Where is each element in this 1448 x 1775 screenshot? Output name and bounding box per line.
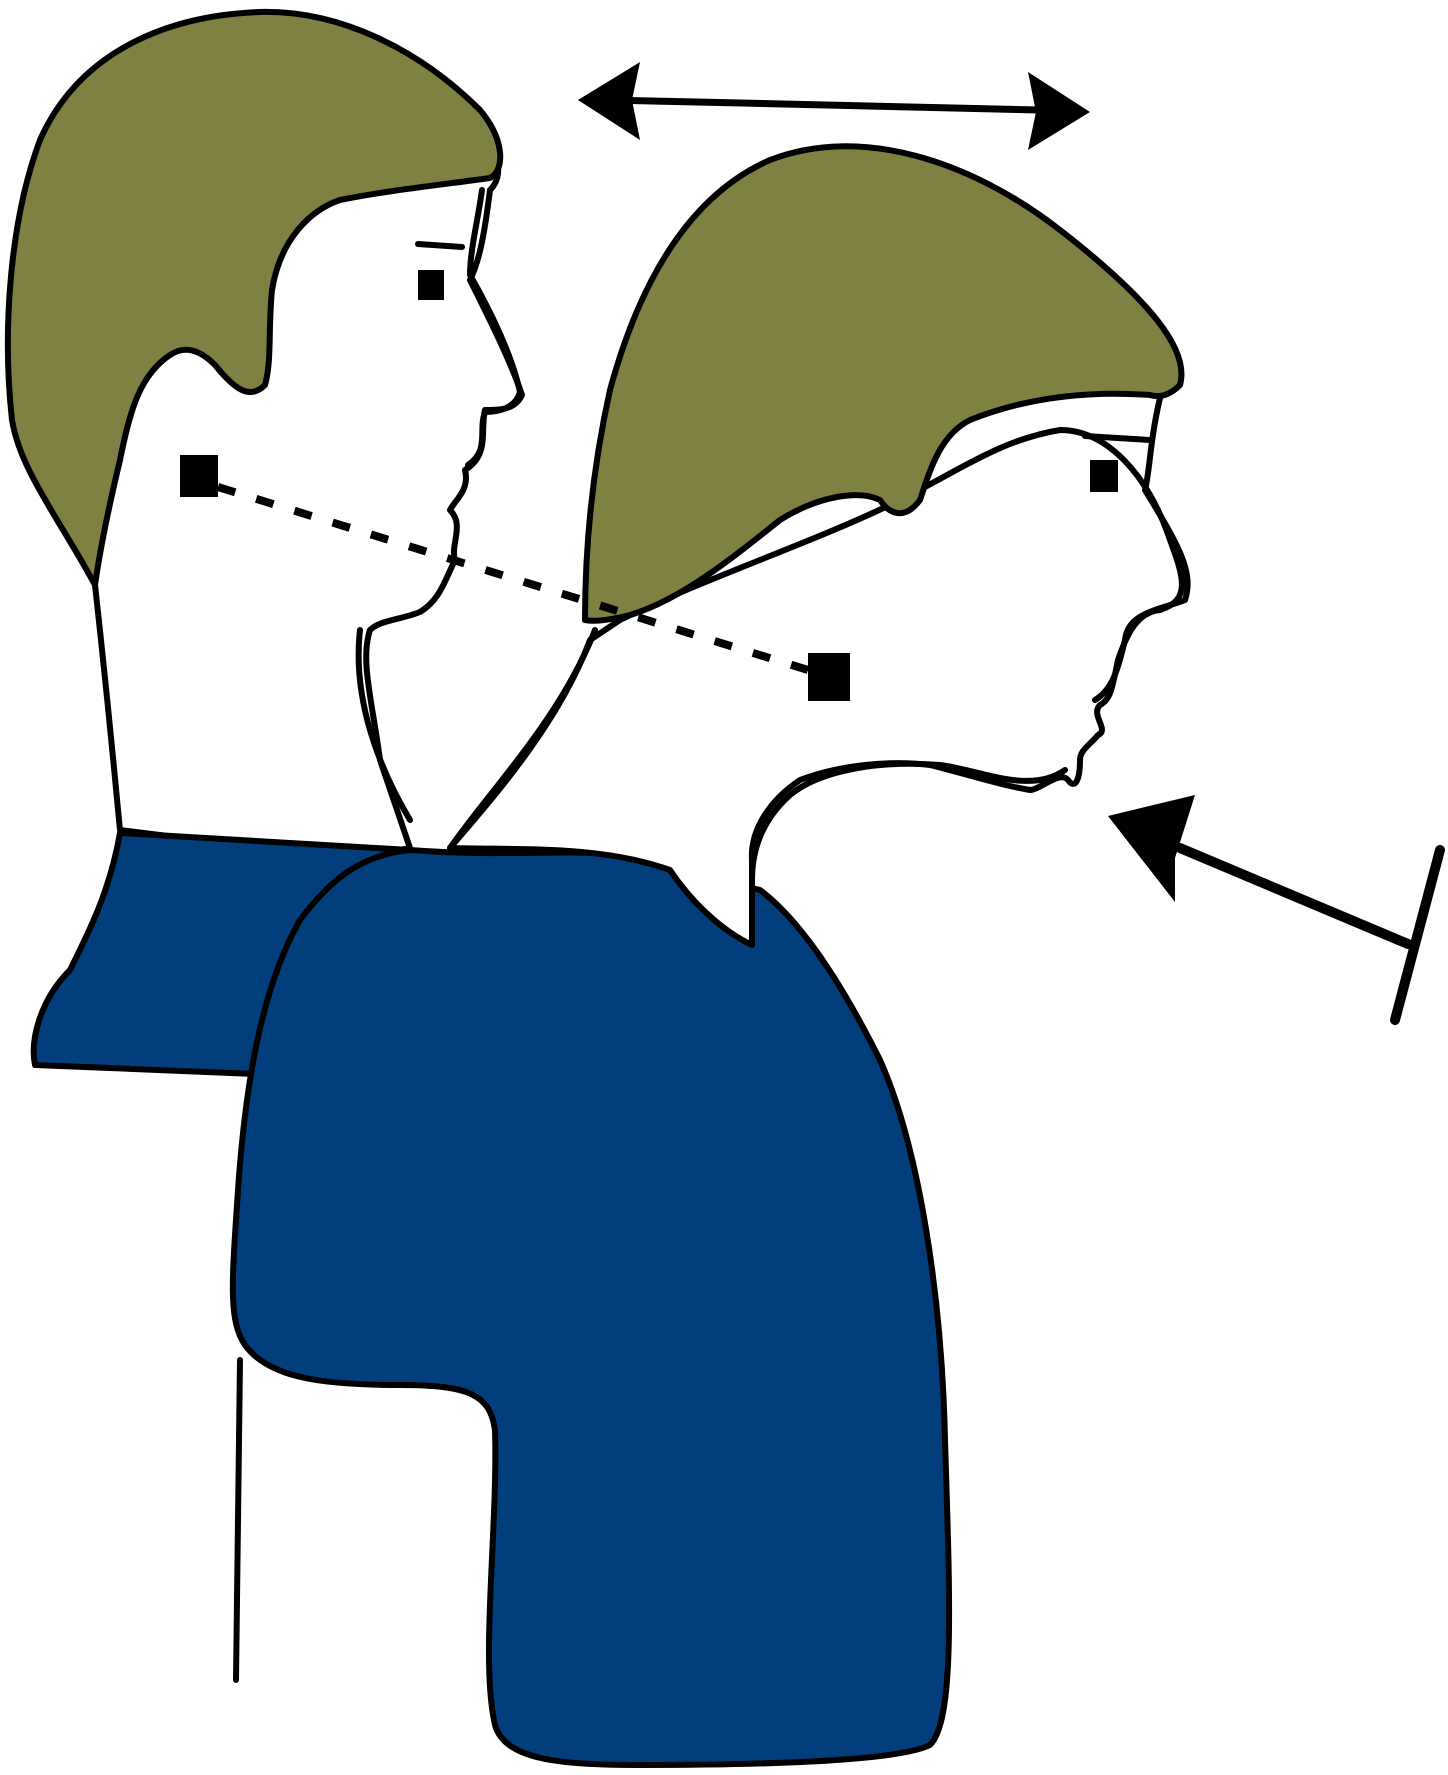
- double-headed-arrow-icon: [578, 62, 1090, 150]
- front-figure-eyebrow: [1085, 436, 1150, 440]
- back-figure-eyebrow: [418, 244, 462, 247]
- back-figure-ear-marker: [180, 455, 218, 497]
- back-figure-eye: [418, 270, 444, 300]
- front-figure-ear-marker: [808, 653, 850, 701]
- front-figure-eye: [1090, 460, 1118, 492]
- front-figure-shirt: [233, 850, 949, 1765]
- front-figure-jaw-line: [752, 764, 1065, 945]
- t-bar-push-arrow-icon: [1108, 795, 1440, 1020]
- front-figure-arm-line: [236, 1360, 240, 1680]
